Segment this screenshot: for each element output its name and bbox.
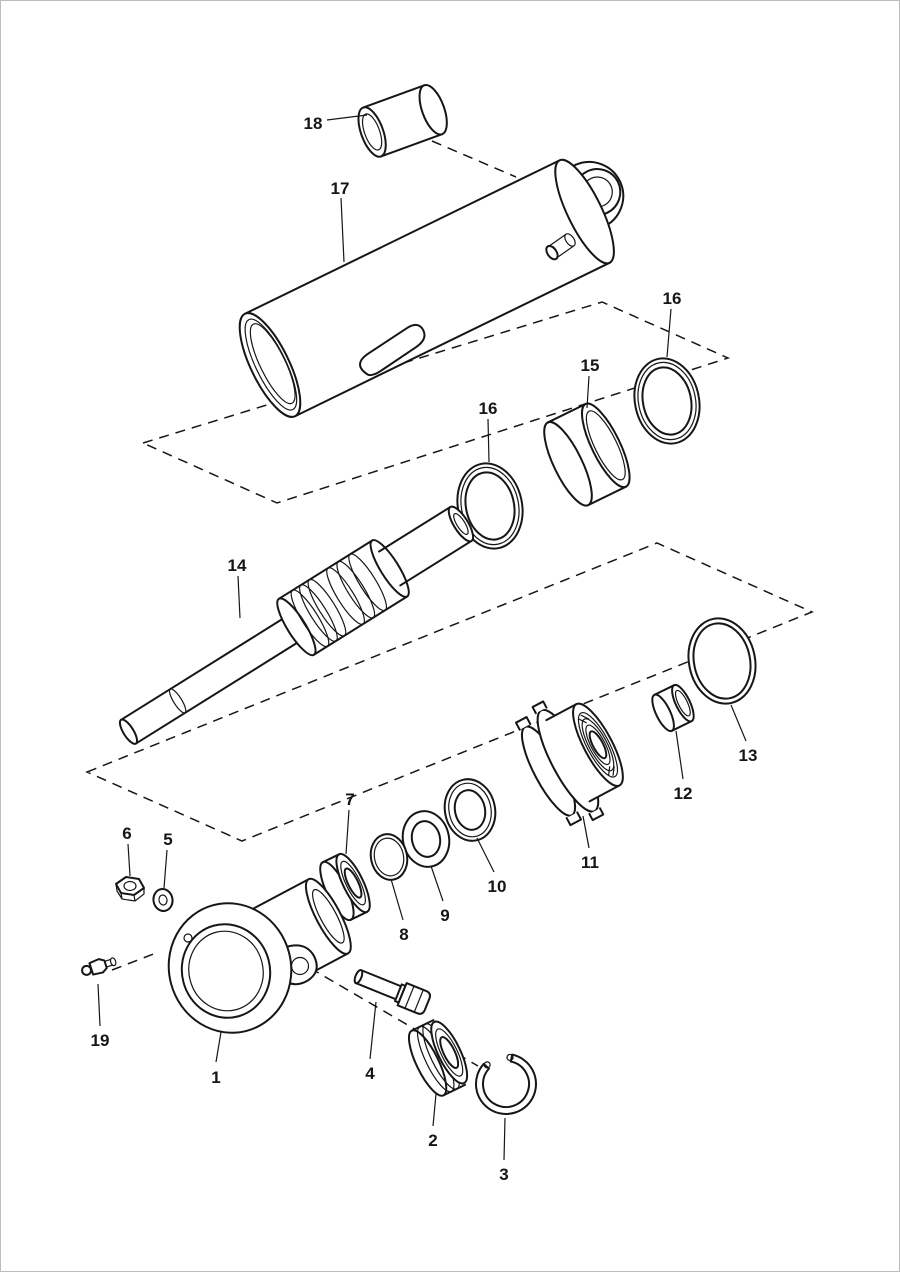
callout-10: 10 [488, 877, 507, 896]
part-11-head-gland [514, 700, 624, 827]
barrel-end-cap [554, 158, 615, 265]
callout-12: 12 [674, 784, 693, 803]
assembly-plane-lower [85, 542, 814, 842]
callout-6: 6 [122, 824, 131, 843]
callout-8: 8 [399, 925, 408, 944]
part-14-piston-rod [118, 505, 475, 745]
callout-18: 18 [304, 114, 323, 133]
assembly-plane-upper [140, 301, 731, 504]
callout-13: 13 [739, 746, 758, 765]
part-3-snap-ring [474, 1053, 537, 1115]
part-2-piston [407, 1019, 469, 1097]
part-6-hex-nut [115, 876, 145, 902]
barrel-open-end [238, 312, 302, 418]
callout-2: 2 [428, 1131, 437, 1150]
callout-1: 1 [211, 1068, 220, 1087]
callout-16-upper: 16 [663, 289, 682, 308]
part-18-bushing [357, 84, 448, 158]
callout-4: 4 [365, 1064, 375, 1083]
part-12-spacer-bushing [651, 683, 695, 733]
callout-16-lower: 16 [479, 399, 498, 418]
part-13-o-ring [687, 617, 757, 705]
callout-9: 9 [440, 906, 449, 925]
callout-7: 7 [345, 790, 354, 809]
callout-leader-lines [97, 114, 747, 1161]
callout-19: 19 [91, 1031, 110, 1050]
barrel-port-nipple [545, 233, 576, 261]
callout-labels: 18 17 16 15 16 14 13 12 11 10 9 8 7 6 5 … [91, 114, 758, 1184]
part-1-rod-end-eye [167, 877, 352, 1034]
callout-3: 3 [499, 1165, 508, 1184]
part-7-rod-seal [319, 852, 371, 922]
part-8-ring [369, 833, 409, 881]
part-19-grease-fitting [81, 957, 117, 976]
barrel-weld-bracket [359, 323, 426, 377]
part-16-seal-ring-lower [456, 462, 524, 550]
callout-17: 17 [331, 179, 350, 198]
part-15-guide-bushing [543, 402, 631, 507]
part-4-hex-bolt [353, 969, 431, 1015]
callout-14: 14 [228, 556, 247, 575]
part-10-backup-washer [443, 778, 497, 842]
callout-15: 15 [581, 356, 600, 375]
part-17-cylinder-barrel [238, 158, 625, 418]
callout-5: 5 [163, 830, 172, 849]
part-5-washer [152, 888, 174, 912]
callout-11: 11 [581, 853, 599, 872]
part-16-seal-ring-upper [633, 357, 701, 445]
